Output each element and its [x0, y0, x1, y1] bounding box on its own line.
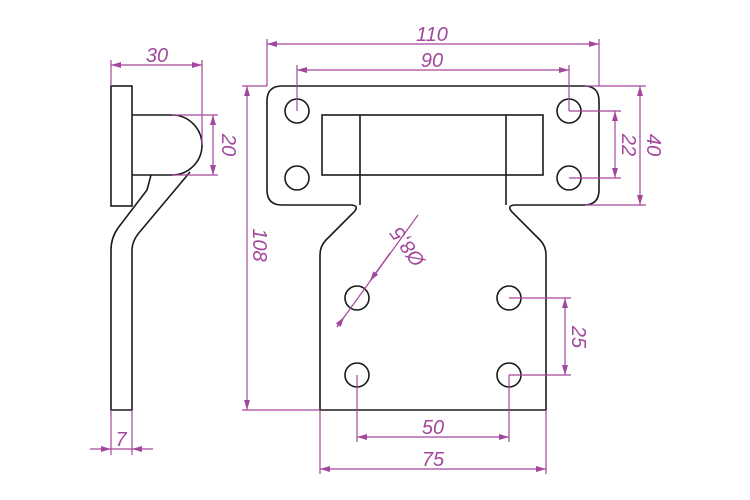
side-arm	[110, 171, 191, 411]
dim-22: 22	[617, 133, 639, 156]
dim-40: 40	[642, 134, 664, 156]
dim-108: 108	[248, 228, 270, 261]
dim-7: 7	[115, 429, 127, 451]
dim-20: 20	[217, 133, 239, 156]
dimensions: 30 20 7 110 90 40 22 108 25	[90, 24, 664, 474]
front-outline	[266, 85, 600, 411]
dim-30: 30	[146, 45, 168, 67]
dim-110: 110	[416, 24, 448, 46]
dim-hole-diameter: Ø8,5	[386, 222, 430, 272]
side-flange	[110, 85, 133, 207]
front-view	[266, 85, 600, 411]
dim-75: 75	[422, 449, 445, 471]
web	[359, 115, 507, 205]
hole	[344, 285, 370, 311]
slot	[321, 114, 544, 176]
side-boss	[132, 114, 203, 176]
hole	[284, 165, 310, 191]
side-view	[110, 85, 203, 411]
dim-50: 50	[422, 417, 444, 439]
dim-90: 90	[421, 50, 443, 72]
dim-25: 25	[567, 325, 589, 349]
